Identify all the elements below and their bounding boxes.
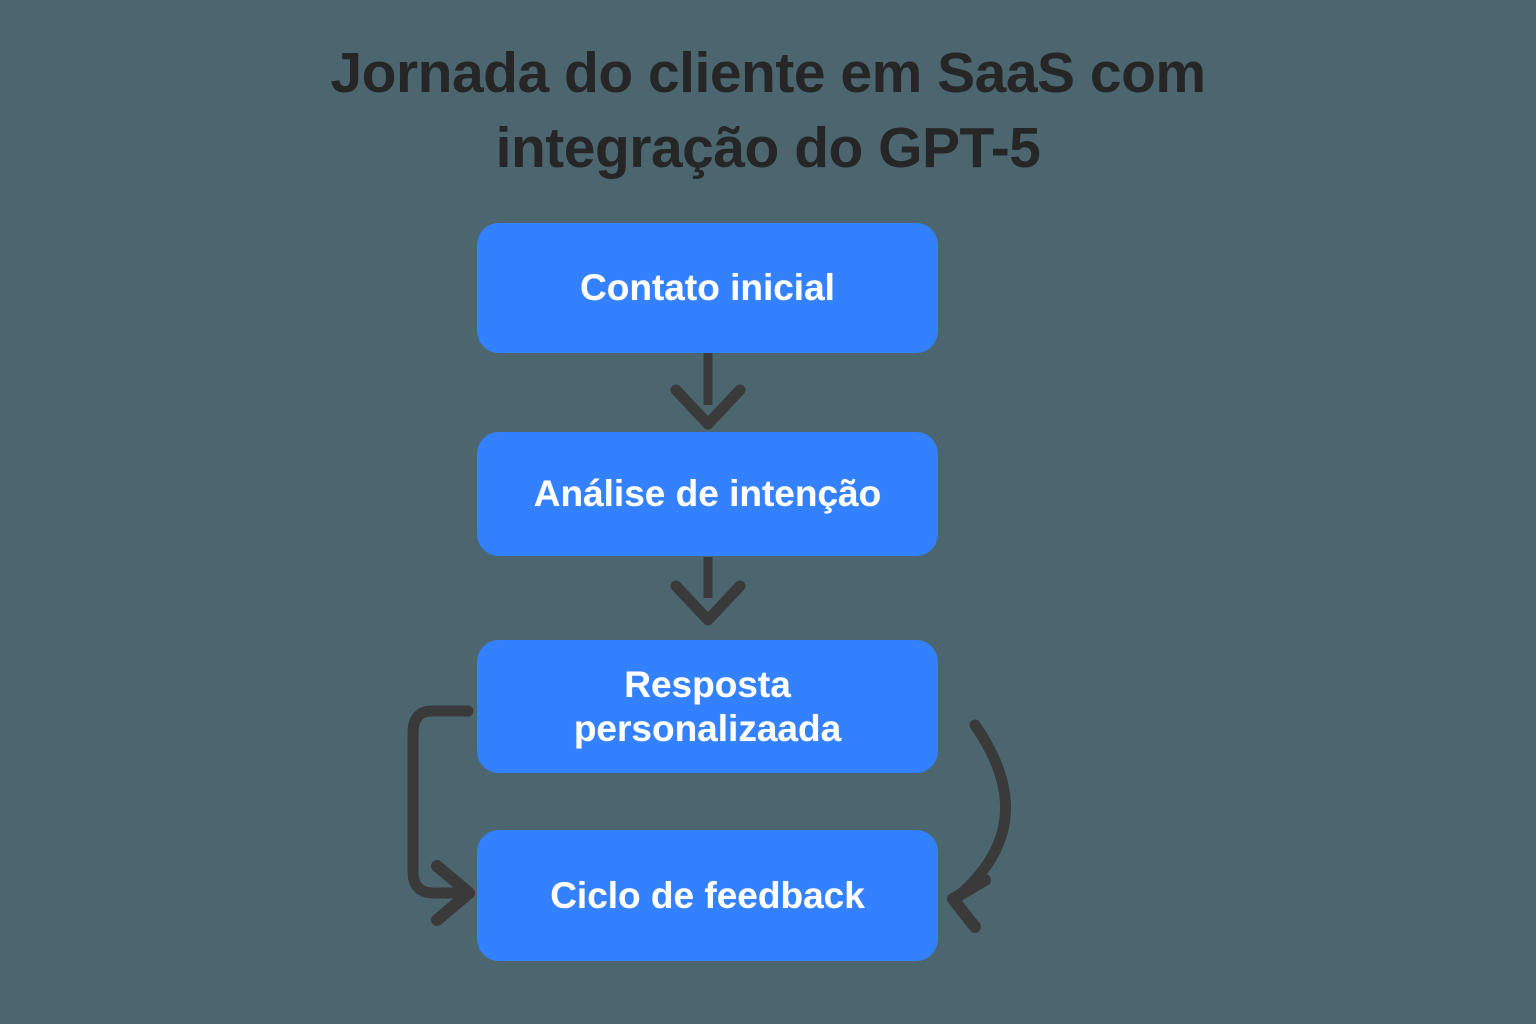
flow-node-contato-inicial[interactable]: Contato inicial [477,223,938,353]
flow-node-label: Resposta personalizaada [573,663,842,749]
flow-node-label: Contato inicial [580,267,835,309]
edge-resposta-to-feedback-right [947,719,1012,933]
flow-node-label: Ciclo de feedback [550,874,865,916]
page-title: Jornada do cliente em SaaS com integraçã… [330,41,1206,181]
flow-node-analise-de-intencao[interactable]: Análise de intenção [477,432,938,556]
edge-resposta-to-feedback-left [407,705,475,926]
flow-node-label: Análise de intenção [533,473,882,515]
edge-analise-to-resposta [670,557,746,626]
flow-node-ciclo-de-feedback[interactable]: Ciclo de feedback [477,830,938,961]
flow-node-resposta-personalizada[interactable]: Resposta personalizaada [477,640,938,773]
edge-contato-to-analise [670,353,746,430]
